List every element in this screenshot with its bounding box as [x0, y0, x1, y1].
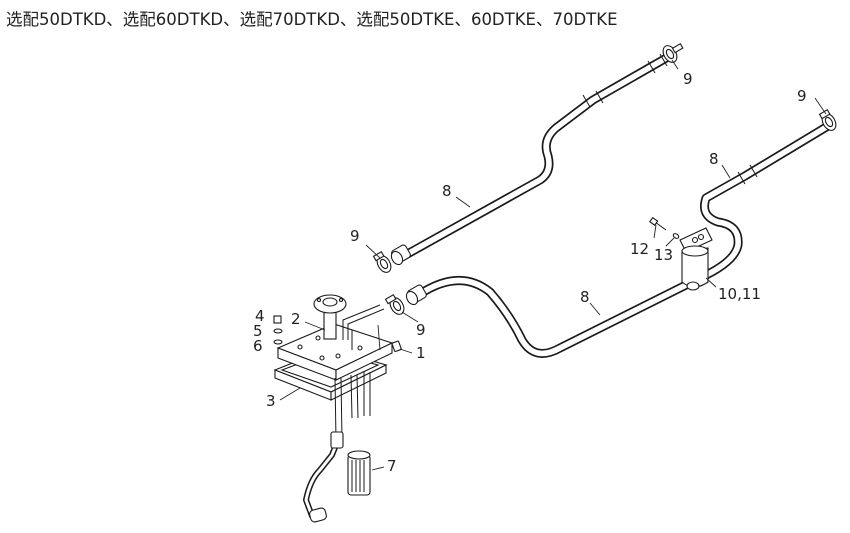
callout-9-top: 9 — [683, 70, 693, 88]
callout-8-lower: 8 — [580, 288, 590, 306]
hose-fitting-lower — [405, 284, 427, 306]
callout-12: 12 — [630, 240, 649, 258]
tank-cover-assembly — [273, 294, 394, 523]
callout-4: 4 — [255, 307, 265, 325]
hose-fitting-upper — [390, 244, 411, 266]
callout-7: 7 — [387, 457, 397, 475]
washer-13 — [672, 233, 680, 239]
hose-8-upper — [397, 52, 673, 262]
leader-lines — [279, 59, 827, 471]
callout-8-upper: 8 — [442, 182, 452, 200]
hose-8-right — [695, 121, 833, 283]
suction-strainer-7 — [347, 450, 371, 496]
hose-clamp-top — [662, 43, 684, 63]
callout-2: 2 — [291, 310, 301, 328]
callout-9-middle: 9 — [350, 227, 360, 245]
callout-10-11: 10,11 — [718, 285, 761, 303]
callout-3: 3 — [266, 392, 276, 410]
hose-clamp-right — [818, 109, 837, 131]
fitting-1 — [391, 340, 402, 352]
diagram-title: 选配50DTKD、选配60DTKD、选配70DTKD、选配50DTKE、60DT… — [6, 10, 618, 29]
callout-1: 1 — [416, 344, 426, 362]
callout-5: 5 — [253, 322, 263, 340]
callout-9-right: 9 — [797, 87, 807, 105]
screw-12 — [649, 216, 667, 231]
callout-6: 6 — [253, 337, 263, 355]
bolts-4-5-6 — [273, 315, 283, 345]
callout-13: 13 — [654, 246, 673, 264]
return-filter-assembly — [679, 227, 713, 291]
hose-8-lower — [415, 273, 705, 358]
callout-9-lower: 9 — [416, 321, 426, 339]
hose-clamp-middle — [372, 251, 392, 273]
hose-clamp-lower — [384, 294, 405, 315]
callout-8-right: 8 — [709, 150, 719, 168]
